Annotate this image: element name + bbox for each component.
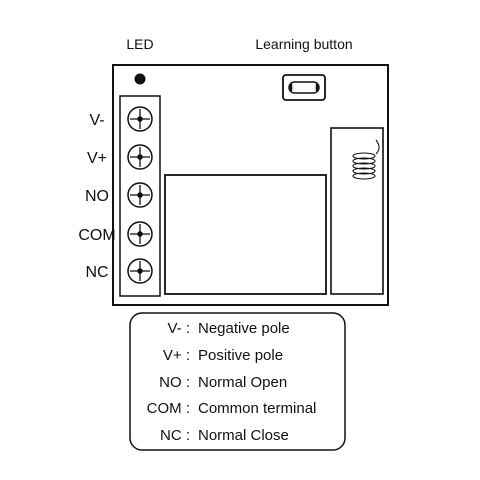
learning-button-label: Learning button: [255, 36, 352, 52]
led-dot-icon: [134, 73, 146, 85]
led-label: LED: [126, 36, 153, 52]
terminal-label: V-: [89, 112, 104, 129]
legend: V- : Negative pole V+ : Positive pole NO : No…: [147, 320, 317, 444]
antenna-housing: [330, 127, 384, 295]
legend-key: NO :: [159, 374, 190, 391]
legend-key: V+ :: [163, 347, 190, 364]
terminal-labels: V- V+ NO COM NC: [78, 112, 115, 281]
terminal-block: [119, 95, 161, 297]
relay-component: [164, 174, 327, 295]
terminal-label: NO: [85, 188, 109, 205]
legend-description: Common terminal: [198, 400, 316, 417]
terminal-label: NC: [85, 264, 108, 281]
board-outline: [112, 64, 389, 306]
screw-terminal-icon: [127, 221, 153, 247]
terminal-screws: [127, 106, 153, 284]
legend-description: Normal Open: [198, 374, 287, 391]
screw-terminal-icon: [127, 258, 153, 284]
legend-description: Normal Close: [198, 427, 289, 444]
legend-key: V- :: [167, 320, 190, 337]
legend-key: NC :: [160, 427, 190, 444]
legend-description: Positive pole: [198, 347, 283, 364]
learning-button-icon: [282, 74, 326, 101]
screw-terminal-icon: [127, 182, 153, 208]
legend-key: COM :: [147, 400, 190, 417]
coil-antenna-icon: [352, 139, 380, 180]
terminal-label: COM: [78, 227, 115, 244]
terminal-label: V+: [87, 150, 107, 167]
legend-description: Negative pole: [198, 320, 290, 337]
screw-terminal-icon: [127, 106, 153, 132]
legend-box: [129, 312, 346, 451]
screw-terminal-icon: [127, 144, 153, 170]
